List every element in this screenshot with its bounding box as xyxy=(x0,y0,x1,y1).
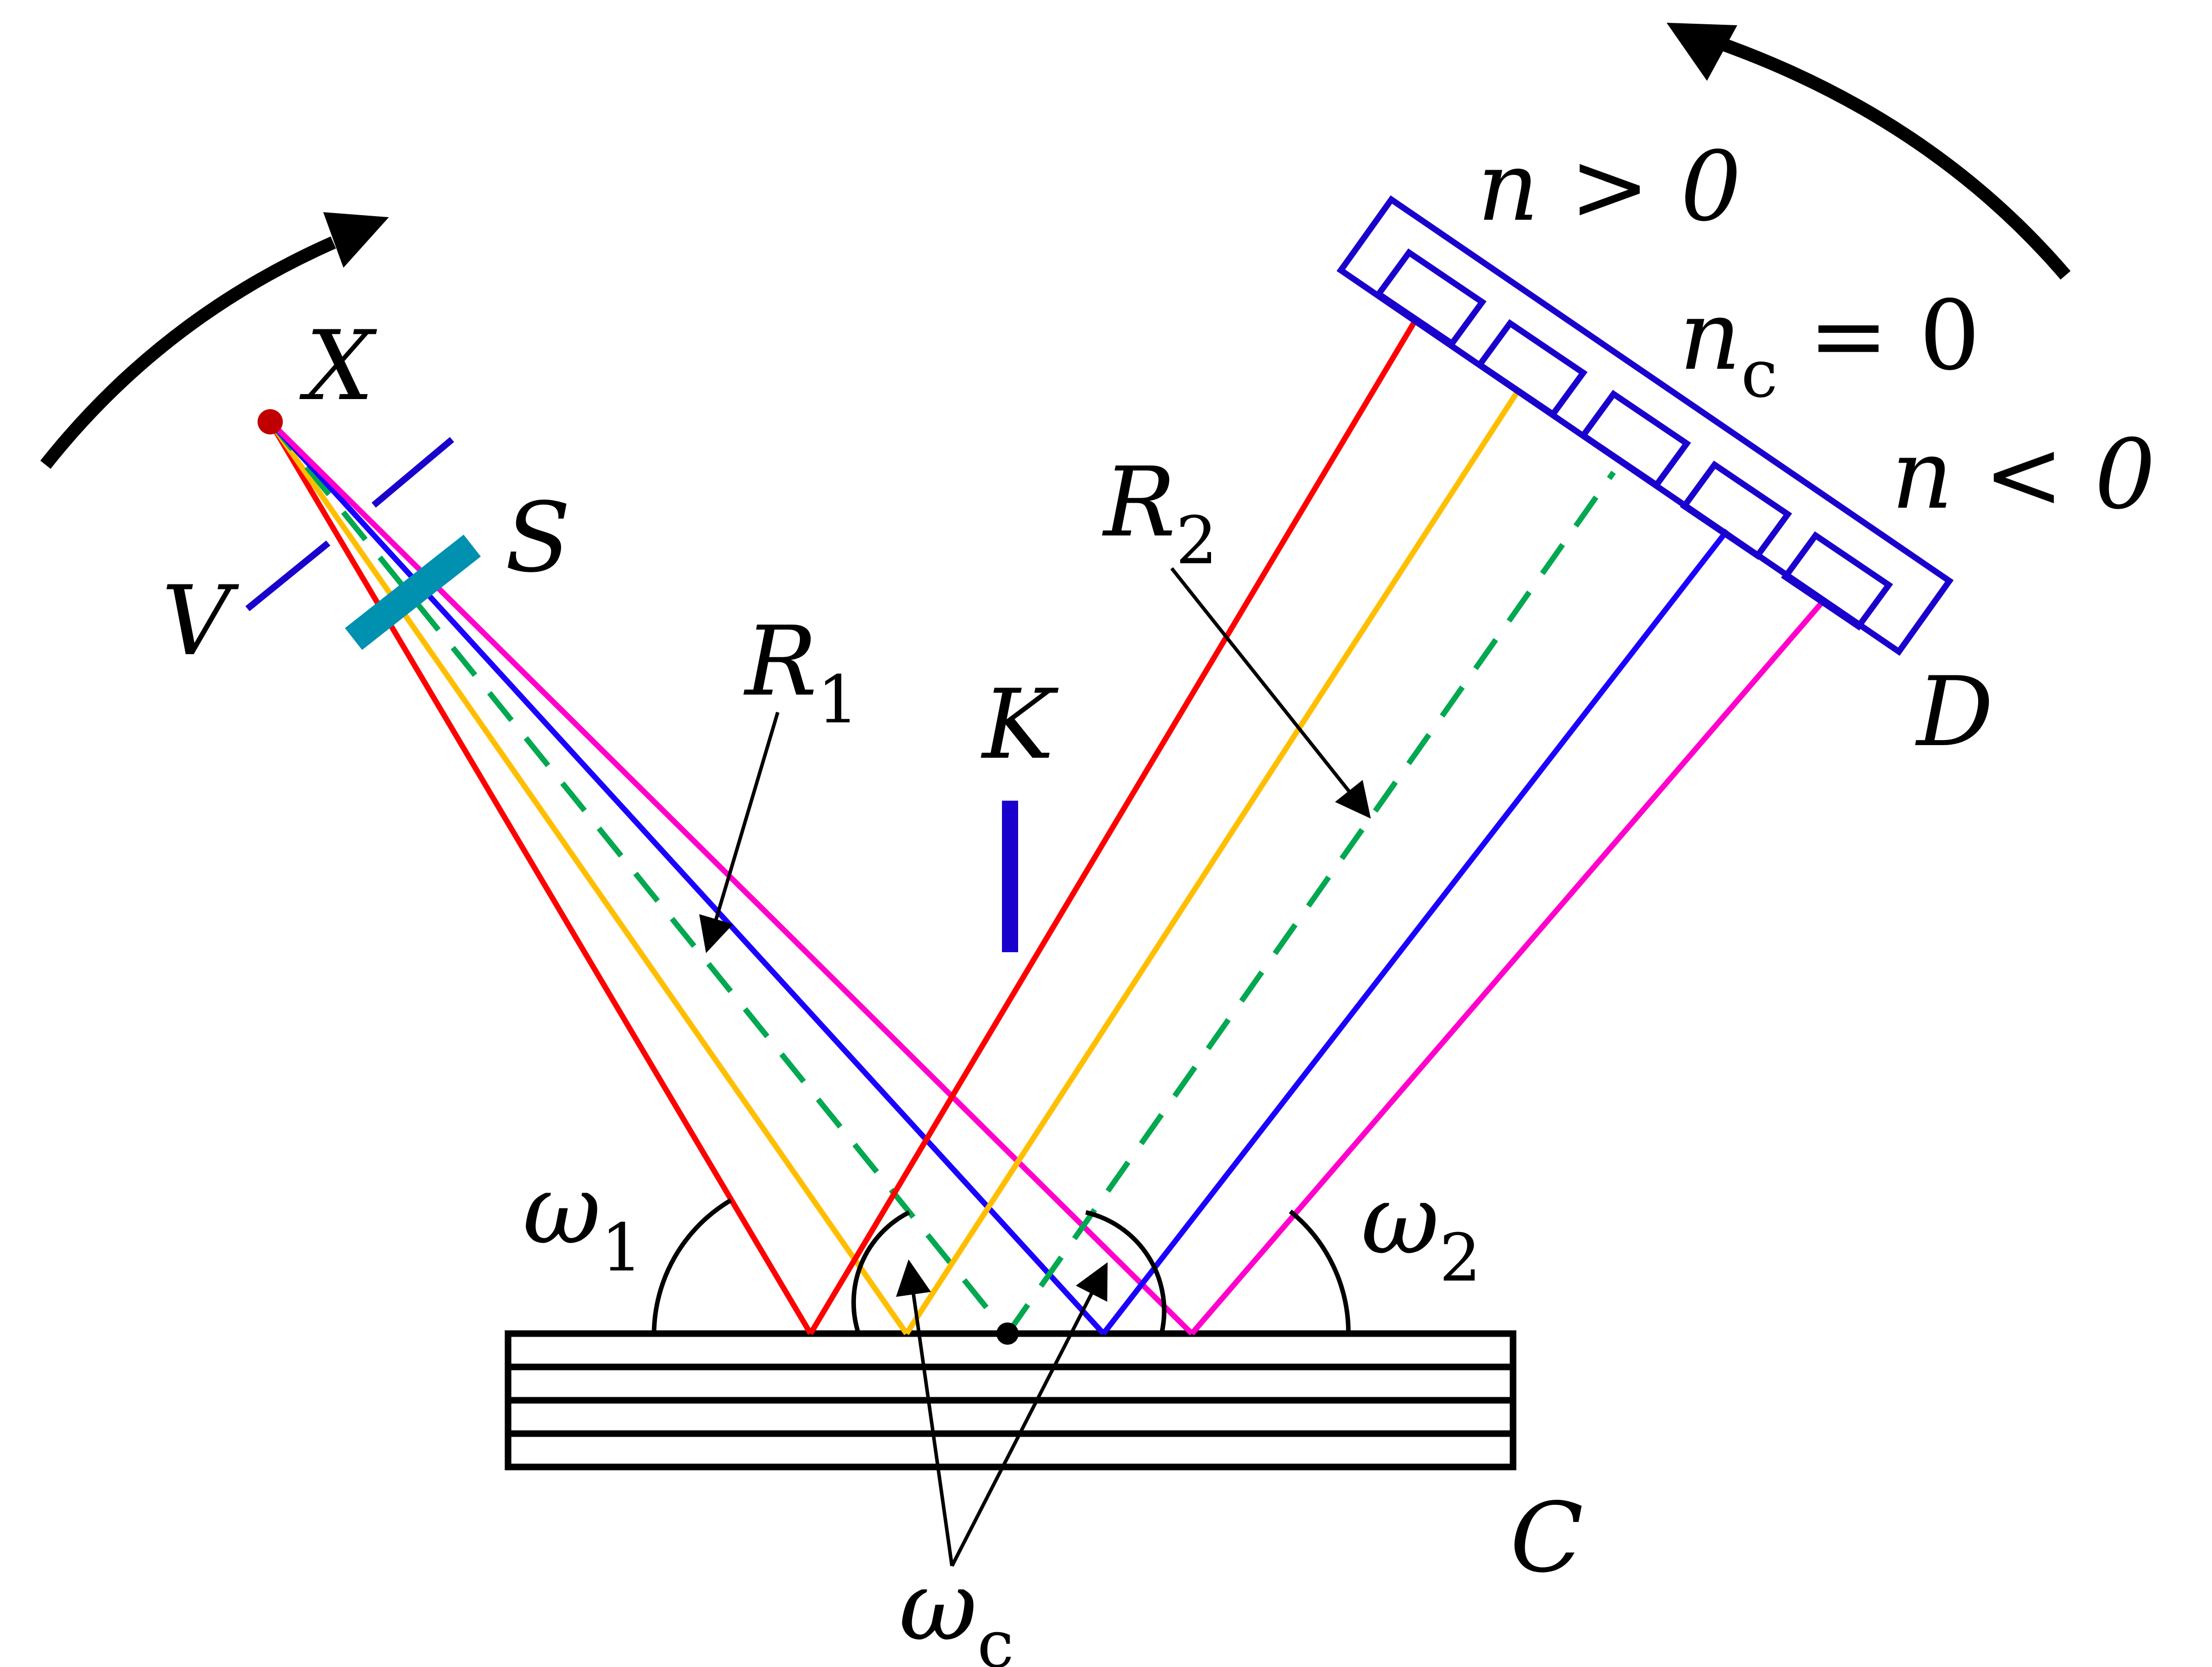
rotation-arrowhead-left xyxy=(323,212,389,268)
omegac-arc-left xyxy=(851,1210,911,1335)
label-c: C xyxy=(1510,1482,1583,1594)
ray-magenta-diffracted xyxy=(1189,599,1826,1336)
r2-leader xyxy=(1170,567,1371,819)
rotation-arrow-left xyxy=(40,236,336,469)
label-v: V xyxy=(162,565,239,677)
ray-blue-incident xyxy=(268,420,1106,1336)
detector-cell-5 xyxy=(1781,531,1893,631)
leader-arrows xyxy=(699,567,1371,1567)
rotation-arrows xyxy=(40,34,2071,469)
ray-green-incident xyxy=(268,420,1010,1336)
omega2-arc xyxy=(1289,1209,1351,1334)
ray-red-diffracted xyxy=(808,317,1419,1335)
crystal-center-point xyxy=(996,1322,1019,1345)
angle-arcs xyxy=(651,1198,1351,1335)
diffracted-rays xyxy=(808,317,1826,1336)
label-omega2: ω2 xyxy=(1361,1164,1481,1296)
label-omegac: ωc xyxy=(899,1550,1014,1667)
source-point xyxy=(258,409,283,434)
ray-green-diffracted xyxy=(1005,470,1616,1336)
omegac-leader-right xyxy=(950,1262,1108,1567)
filter-s xyxy=(344,534,481,650)
label-n-negative: n < 0 xyxy=(1891,419,2155,530)
omega1-arc xyxy=(651,1198,732,1334)
label-n-positive: n > 0 xyxy=(1477,131,1741,242)
detector-cell-1 xyxy=(1374,248,1487,348)
crystal xyxy=(505,1330,1517,1470)
ray-orange-incident xyxy=(268,420,909,1336)
rotation-arrowhead-right xyxy=(1667,23,1737,81)
label-r2: R2 xyxy=(1102,447,1218,579)
ray-red-incident xyxy=(268,420,813,1335)
omegac-arc-right xyxy=(1085,1210,1167,1335)
rotation-arrow-right xyxy=(1710,34,2071,280)
detector-cell-2 xyxy=(1475,319,1588,419)
ray-blue-diffracted xyxy=(1101,528,1730,1336)
label-r1: R1 xyxy=(743,606,859,738)
slit-v xyxy=(245,437,455,612)
label-s: S xyxy=(505,482,571,594)
detector-cell-3 xyxy=(1579,389,1691,489)
label-d: D xyxy=(1915,656,1993,768)
r1-leader xyxy=(699,712,780,953)
detector xyxy=(1336,195,1954,656)
label-x: X xyxy=(299,310,377,422)
label-n-c: nc = 0 xyxy=(1679,280,1980,412)
detector-cell-4 xyxy=(1680,460,1792,560)
label-k: K xyxy=(981,669,1059,780)
ray-orange-diffracted xyxy=(904,390,1520,1335)
incident-rays xyxy=(268,420,1194,1336)
omegac-leader-left xyxy=(896,1259,954,1566)
label-omega1: ω1 xyxy=(523,1154,643,1286)
